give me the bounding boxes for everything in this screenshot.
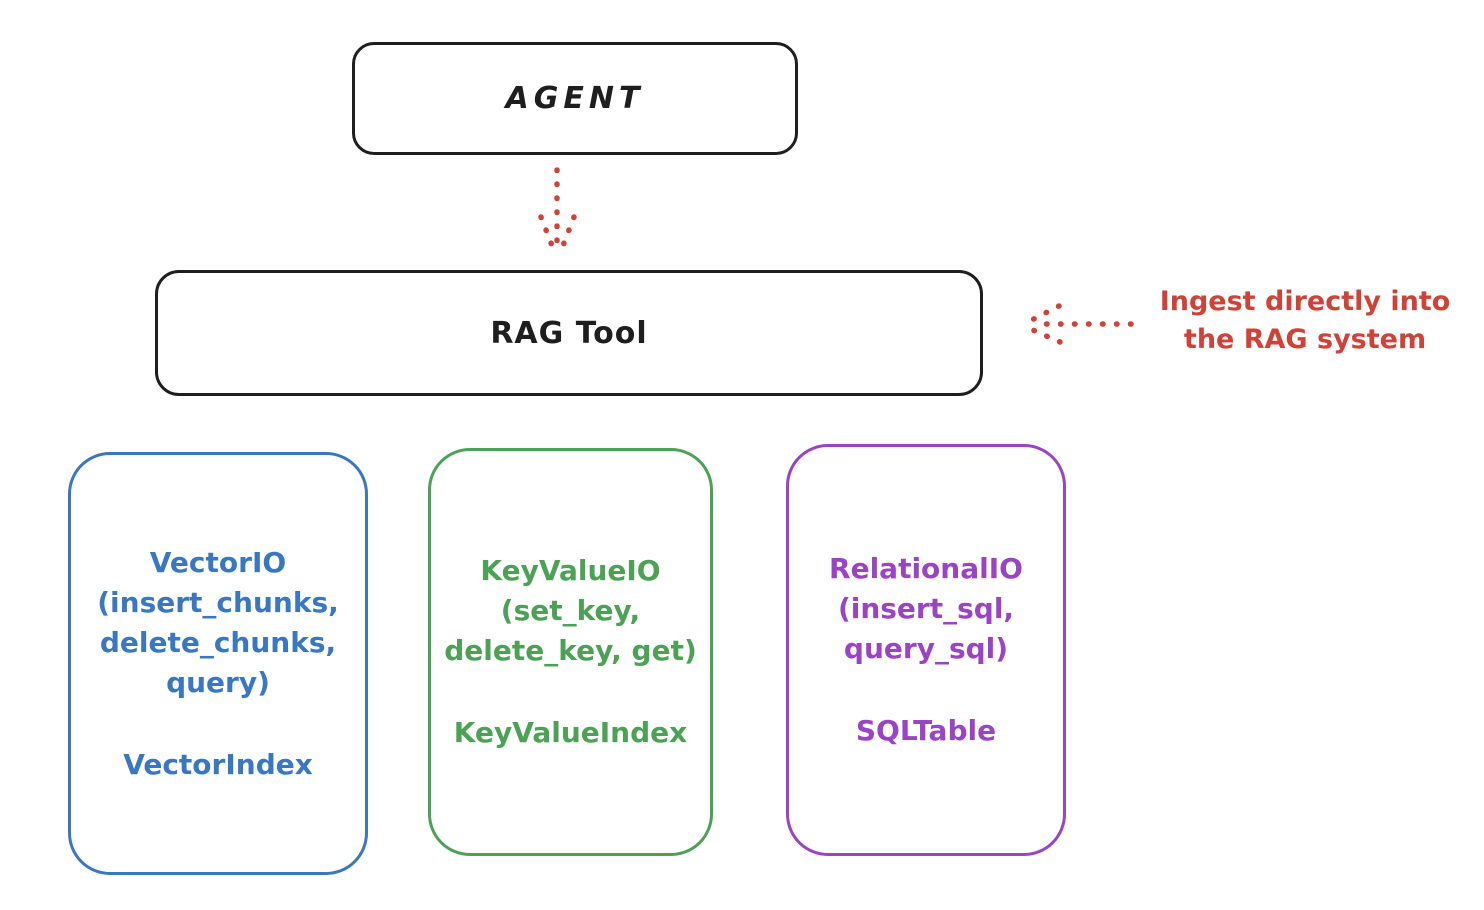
relationalio-index-label: SQLTable — [855, 714, 997, 747]
relationalio-line: query_sql) — [843, 632, 1009, 665]
rag-tool-label: RAG Tool — [490, 315, 648, 351]
vectorio-box: VectorIO (insert_chunks, delete_chunks, … — [68, 452, 368, 875]
ingest-annotation-line1: Ingest directly into — [1159, 286, 1451, 317]
rag-tool-box: RAG Tool — [155, 270, 983, 396]
annotation-to-ragtool-arrow — [1023, 303, 1134, 345]
ingest-annotation-line2: the RAG system — [1183, 324, 1427, 355]
keyvalueio-box: KeyValueIO (set_key, delete_key, get) Ke… — [428, 448, 713, 856]
keyvalueio-line: KeyValueIO — [480, 554, 661, 587]
vectorio-line: delete_chunks, — [99, 625, 337, 659]
relationalio-line: RelationalIO — [829, 552, 1023, 585]
relationalio-line: (insert_sql, — [837, 592, 1015, 625]
vectorio-index-label: VectorIndex — [123, 747, 313, 781]
ingest-annotation: Ingest directly into the RAG system — [1140, 283, 1470, 359]
keyvalueio-line: (set_key, — [500, 594, 641, 627]
vectorio-line: VectorIO — [149, 545, 287, 579]
keyvalueio-index-label: KeyValueIndex — [453, 716, 688, 749]
keyvalueio-line: delete_key, get) — [444, 634, 697, 667]
relationalio-box: RelationalIO (insert_sql, query_sql) SQL… — [786, 444, 1066, 856]
agent-to-ragtool-arrow — [538, 167, 577, 259]
vectorio-line: (insert_chunks, — [97, 585, 339, 619]
agent-box: AGENT — [352, 42, 798, 155]
vectorio-line: query) — [166, 665, 270, 699]
agent-label: AGENT — [505, 81, 645, 116]
